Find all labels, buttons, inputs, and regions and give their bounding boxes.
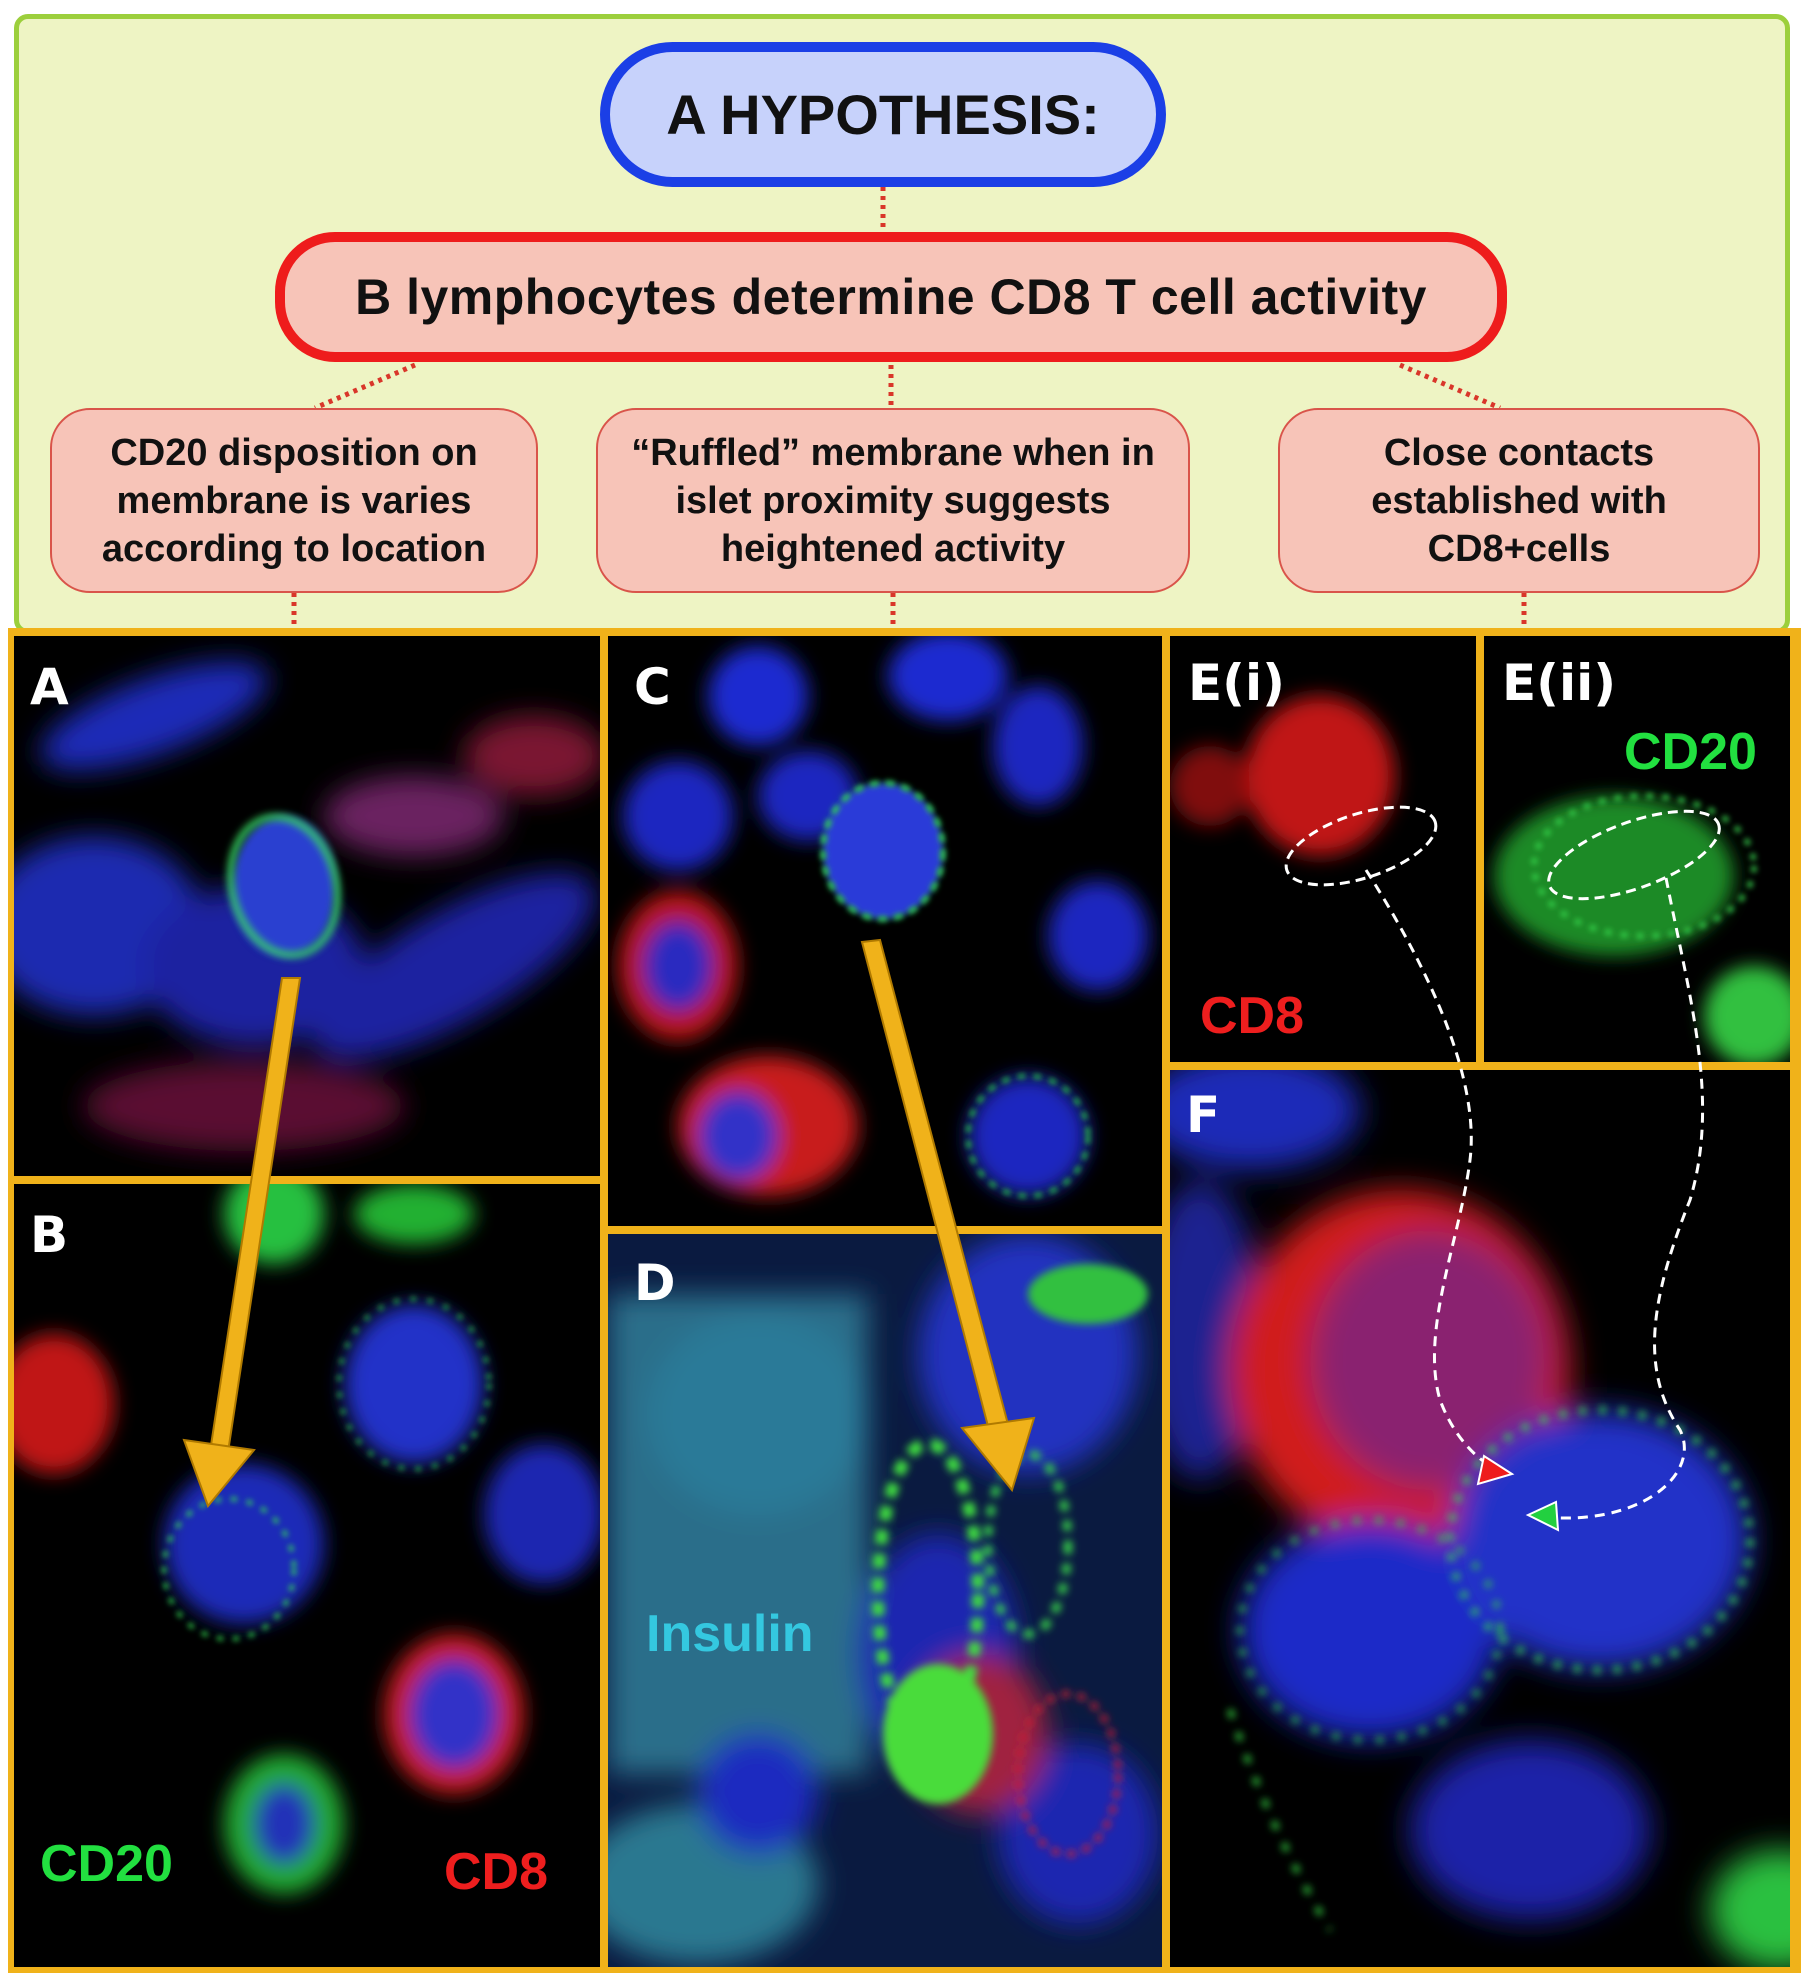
point-ruffled-membrane: “Ruffled” membrane when in islet proximi… bbox=[596, 408, 1190, 593]
hypothesis-statement: B lymphocytes determine CD8 T cell activ… bbox=[275, 232, 1507, 362]
panel-a: A bbox=[14, 636, 600, 1176]
panel-f-label: F bbox=[1186, 1086, 1221, 1144]
panel-f-image bbox=[1170, 1070, 1790, 1967]
point-cd20-disposition: CD20 disposition on membrane is varies a… bbox=[50, 408, 538, 593]
panel-c-label: C bbox=[634, 658, 671, 716]
panel-ei-label: E(i) bbox=[1188, 654, 1285, 712]
panel-b-label: B bbox=[30, 1206, 69, 1264]
panel-eii-cd20-label: CD20 bbox=[1624, 723, 1757, 781]
panel-a-label: A bbox=[30, 658, 69, 716]
panel-c: C bbox=[608, 636, 1162, 1226]
panel-b: B CD20 CD8 bbox=[14, 1184, 600, 1967]
panel-d-image bbox=[608, 1234, 1162, 1967]
panel-b-cd8-label: CD8 bbox=[444, 1843, 549, 1901]
point-close-contacts: Close contacts established with CD8+cell… bbox=[1278, 408, 1760, 593]
panel-d-insulin-label: Insulin bbox=[646, 1605, 814, 1663]
panel-ei: E(i) CD8 bbox=[1170, 636, 1476, 1062]
panel-b-cd20-label: CD20 bbox=[40, 1835, 173, 1893]
panel-f: F bbox=[1170, 1070, 1790, 1967]
panel-d-label: D bbox=[634, 1254, 676, 1312]
panel-d: D Insulin bbox=[608, 1234, 1162, 1967]
panel-eii-label: E(ii) bbox=[1502, 654, 1617, 712]
panel-ei-cd8-label: CD8 bbox=[1200, 987, 1305, 1045]
panel-eii: E(ii) CD20 bbox=[1484, 636, 1790, 1062]
panel-c-image bbox=[618, 636, 1148, 1198]
panel-a-image bbox=[14, 661, 600, 1151]
hypothesis-title: A HYPOTHESIS: bbox=[600, 42, 1166, 187]
